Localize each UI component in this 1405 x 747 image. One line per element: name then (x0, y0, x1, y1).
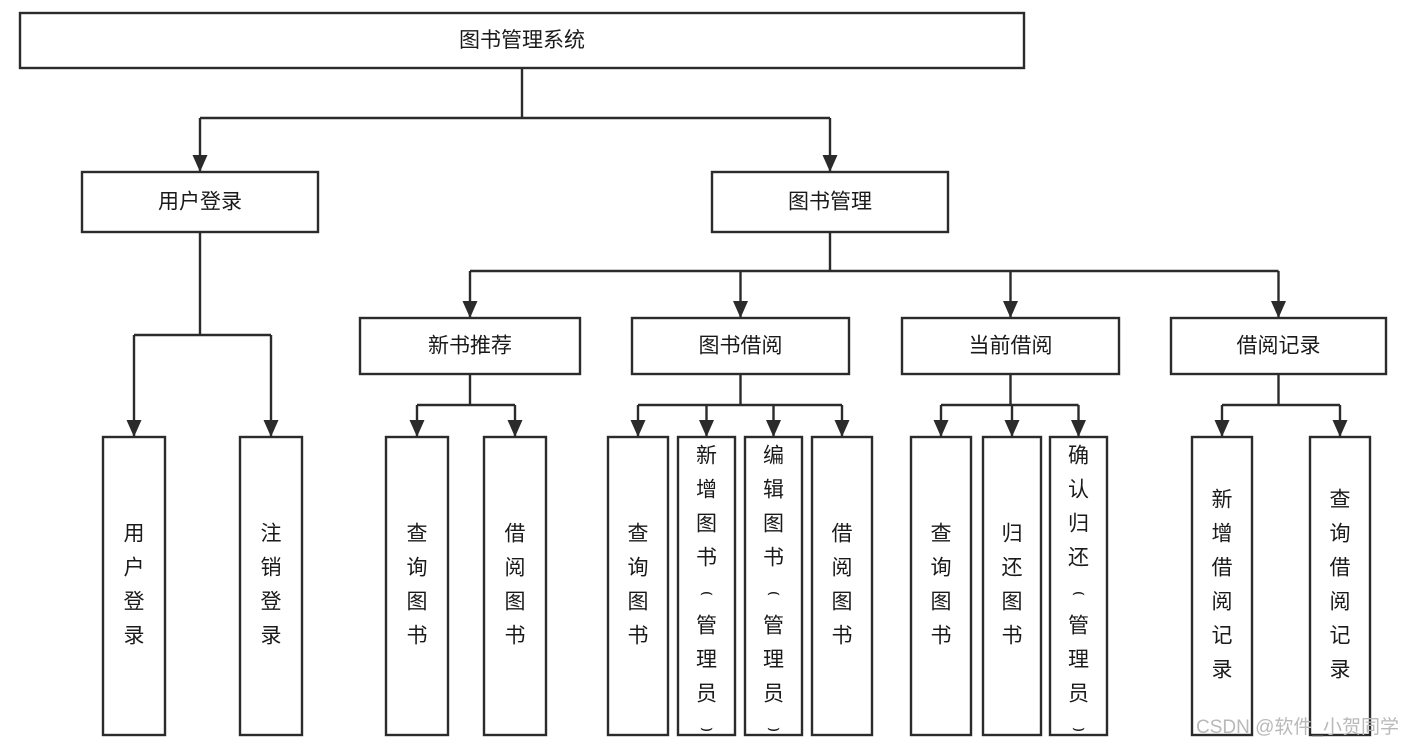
node-leaf-query-book-borrow-box[interactable] (606, 435, 670, 737)
node-leaf-return-book[interactable]: 归还图书 (981, 435, 1043, 737)
node-root[interactable]: 图书管理系统 (18, 11, 1026, 70)
node-layer: 图书管理系统用户登录图书管理新书推荐图书借阅当前借阅借阅记录用户登录注销登录查询… (18, 11, 1388, 740)
connector-records (1214, 374, 1348, 437)
connector-current (933, 374, 1086, 437)
node-newbook-label: 新书推荐 (428, 335, 512, 358)
node-leaf-edit-book-box[interactable] (743, 435, 804, 737)
arrow-head-icon (834, 420, 850, 437)
node-leaf-borrow-book-new-label: 借阅图书 (505, 523, 526, 648)
node-borrow-box[interactable] (630, 316, 851, 376)
node-leaf-borrow-book-label: 借阅图书 (832, 523, 853, 648)
arrow-head-icon (409, 420, 425, 437)
node-leaf-borrow-book-box[interactable] (810, 435, 874, 737)
node-leaf-return-book-box[interactable] (981, 435, 1043, 737)
arrow-head-icon (733, 301, 748, 318)
arrow-head-icon (699, 420, 714, 437)
node-login-box[interactable] (80, 170, 320, 234)
node-leaf-query-book-new-box[interactable] (384, 435, 450, 737)
arrow-head-icon (766, 420, 781, 437)
arrow-head-icon (1071, 420, 1086, 437)
node-login[interactable]: 用户登录 (80, 170, 320, 234)
connector-layer (126, 68, 1348, 437)
arrow-head-icon (1004, 420, 1020, 437)
node-leaf-user-login[interactable]: 用户登录 (101, 435, 167, 737)
node-current-label: 当前借阅 (969, 335, 1053, 358)
node-leaf-query-book-current-box[interactable] (909, 435, 973, 737)
node-bookmgmt[interactable]: 图书管理 (710, 170, 950, 234)
arrow-head-icon (822, 155, 838, 172)
node-borrow[interactable]: 图书借阅 (630, 316, 851, 376)
node-leaf-confirm-return[interactable]: 确认归还⌢管理员⌣ (1048, 435, 1109, 740)
connector-borrow (630, 374, 850, 437)
node-leaf-query-book-new-label: 查询图书 (407, 523, 428, 648)
node-current[interactable]: 当前借阅 (900, 316, 1121, 376)
node-leaf-return-book-label: 归还图书 (1002, 523, 1023, 648)
node-leaf-query-book-borrow-label: 查询图书 (628, 523, 649, 648)
arrow-head-icon (192, 155, 208, 172)
node-records-label: 借阅记录 (1237, 335, 1321, 358)
arrow-head-icon (1271, 301, 1286, 318)
node-leaf-add-book[interactable]: 新增图书⌢管理员⌣ (676, 435, 737, 740)
node-leaf-user-login-box[interactable] (101, 435, 167, 737)
node-leaf-borrow-book-new[interactable]: 借阅图书 (482, 435, 548, 737)
node-records[interactable]: 借阅记录 (1169, 316, 1388, 376)
node-bookmgmt-box[interactable] (710, 170, 950, 234)
node-root-label: 图书管理系统 (459, 29, 585, 52)
node-leaf-add-book-box[interactable] (676, 435, 737, 737)
node-leaf-query-record[interactable]: 查询借阅记录 (1308, 435, 1372, 737)
arrow-head-icon (126, 420, 142, 437)
node-leaf-borrow-book[interactable]: 借阅图书 (810, 435, 874, 737)
node-leaf-add-record-box[interactable] (1190, 435, 1254, 737)
node-borrow-label: 图书借阅 (699, 335, 783, 358)
node-leaf-user-login-label: 用户登录 (124, 523, 145, 648)
arrow-head-icon (507, 420, 523, 437)
node-leaf-query-book-borrow[interactable]: 查询图书 (606, 435, 670, 737)
arrow-head-icon (933, 420, 949, 437)
node-leaf-logout-box[interactable] (238, 435, 304, 737)
arrow-head-icon (1003, 301, 1018, 318)
arrow-head-icon (462, 301, 478, 318)
node-bookmgmt-label: 图书管理 (788, 191, 872, 214)
node-login-label: 用户登录 (158, 191, 242, 214)
connector-root (192, 68, 838, 172)
node-leaf-add-record[interactable]: 新增借阅记录 (1190, 435, 1254, 737)
arrow-head-icon (1214, 420, 1230, 437)
node-leaf-logout-label: 注销登录 (261, 523, 282, 648)
node-leaf-query-record-box[interactable] (1308, 435, 1372, 737)
node-root-box[interactable] (18, 11, 1026, 70)
arrow-head-icon (263, 420, 279, 437)
node-leaf-add-record-label: 新增借阅记录 (1212, 489, 1233, 682)
csdn-watermark: CSDN @软件_小贺同学 (1196, 716, 1399, 738)
node-leaf-edit-book-label: 编辑图书⌢管理员⌣ (763, 445, 784, 740)
connector-login (126, 232, 279, 437)
node-leaf-logout[interactable]: 注销登录 (238, 435, 304, 737)
node-leaf-query-book-current-label: 查询图书 (931, 523, 952, 648)
node-current-box[interactable] (900, 316, 1121, 376)
node-leaf-borrow-book-new-box[interactable] (482, 435, 548, 737)
node-leaf-add-book-label: 新增图书⌢管理员⌣ (696, 445, 717, 740)
arrow-head-icon (1332, 420, 1348, 437)
node-leaf-query-record-label: 查询借阅记录 (1330, 489, 1351, 682)
node-leaf-confirm-return-box[interactable] (1048, 435, 1109, 737)
node-leaf-query-book-new[interactable]: 查询图书 (384, 435, 450, 737)
connector-bookmgmt (462, 232, 1286, 318)
node-newbook-box[interactable] (358, 316, 582, 376)
node-leaf-confirm-return-label: 确认归还⌢管理员⌣ (1068, 445, 1089, 740)
node-leaf-edit-book[interactable]: 编辑图书⌢管理员⌣ (743, 435, 804, 740)
connector-newbook (409, 374, 523, 437)
node-leaf-query-book-current[interactable]: 查询图书 (909, 435, 973, 737)
arrow-head-icon (630, 420, 646, 437)
node-records-box[interactable] (1169, 316, 1388, 376)
node-newbook[interactable]: 新书推荐 (358, 316, 582, 376)
